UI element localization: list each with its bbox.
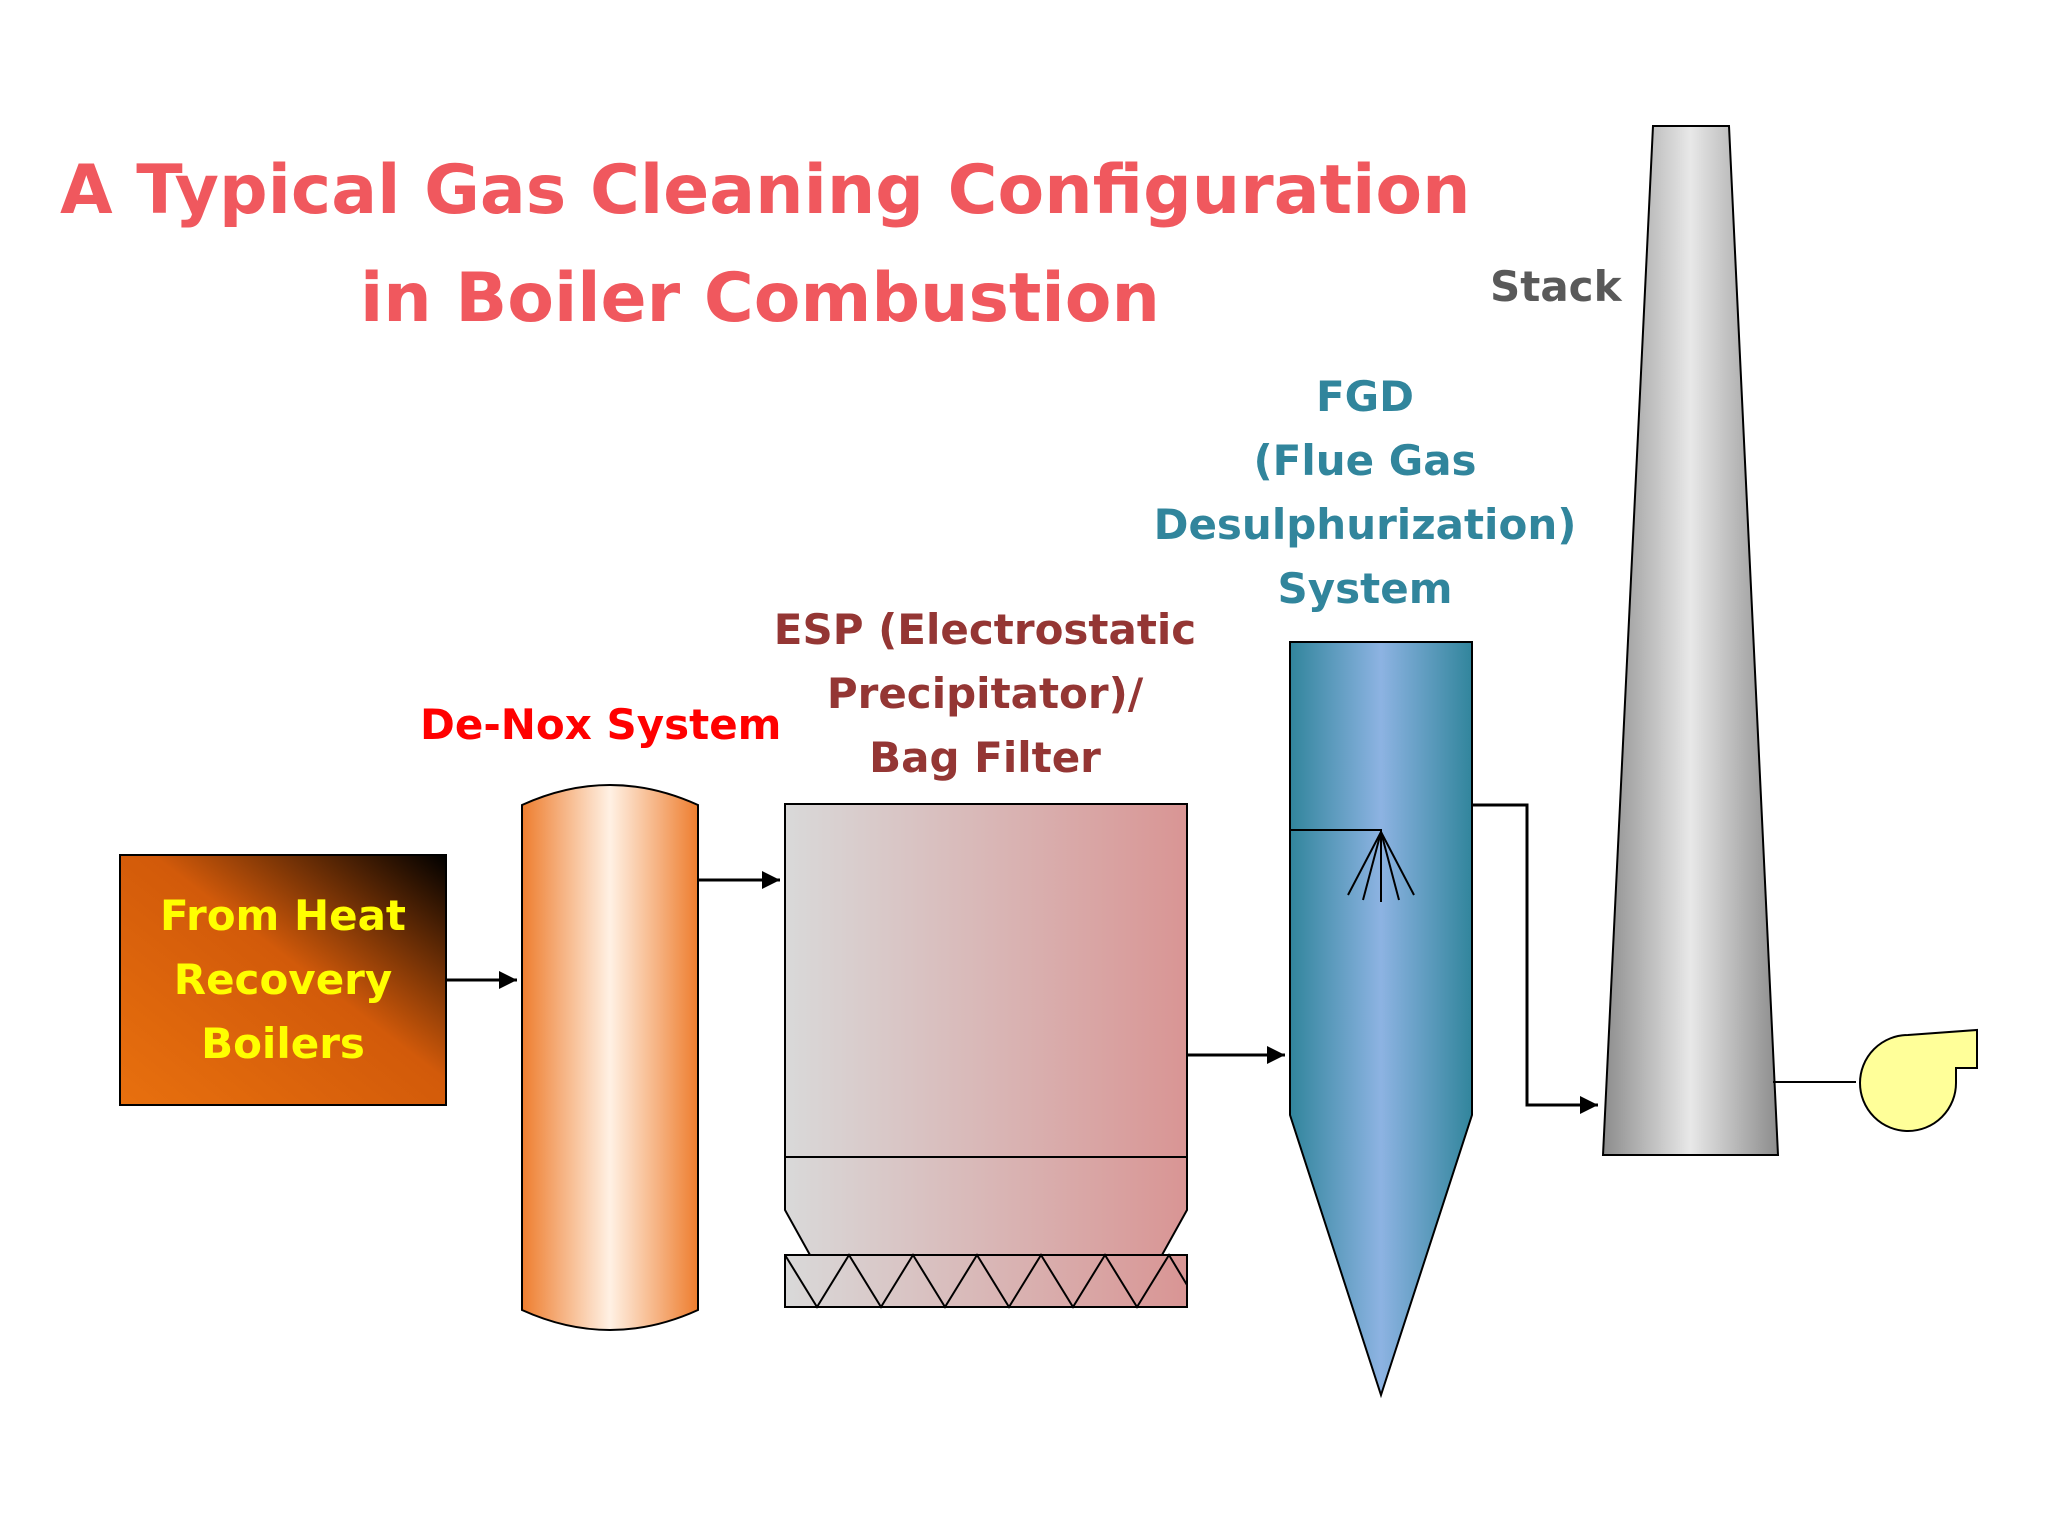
flow-arrow-fgd-stack xyxy=(1472,803,1598,1114)
centrifugal-fan-icon xyxy=(1859,1028,1978,1132)
boiler-box xyxy=(119,854,447,1106)
esp-label-line: ESP (Electrostatic xyxy=(773,605,1197,654)
denox-vessel xyxy=(521,784,699,1331)
boiler-label: From Heat Recovery Boilers xyxy=(118,884,448,1076)
esp-label: ESP (Electrostatic Precipitator)/ Bag Fi… xyxy=(770,598,1200,790)
page-title-line-2: in Boiler Combustion xyxy=(360,259,1160,338)
esp-label-line: Bag Filter xyxy=(869,733,1101,782)
esp-conveyor-zigzag xyxy=(784,1253,1188,1309)
fgd-tower xyxy=(1289,641,1473,1399)
esp-body xyxy=(784,803,1188,1158)
fgd-label-line: (Flue Gas xyxy=(1253,436,1477,485)
fgd-label-line: Desulphurization) xyxy=(1153,500,1577,549)
hopper-icon xyxy=(784,1156,1188,1256)
fgd-label: FGD (Flue Gas Desulphurization) System xyxy=(1150,365,1580,621)
stack xyxy=(1601,125,1780,1156)
fgd-label-line: System xyxy=(1277,564,1453,613)
page-title: A Typical Gas Cleaning Configuration xyxy=(60,151,1471,230)
stack-label: Stack xyxy=(1490,262,1622,311)
boiler-label-line: From Heat xyxy=(159,891,406,940)
boiler-label-line: Recovery xyxy=(173,955,393,1004)
esp-label-line: Precipitator)/ xyxy=(826,669,1144,718)
fgd-label-line: FGD xyxy=(1315,372,1415,421)
spray-nozzle-icon xyxy=(1347,831,1415,902)
denox-label: De-Nox System xyxy=(420,700,782,749)
boiler-label-line: Boilers xyxy=(201,1019,365,1068)
